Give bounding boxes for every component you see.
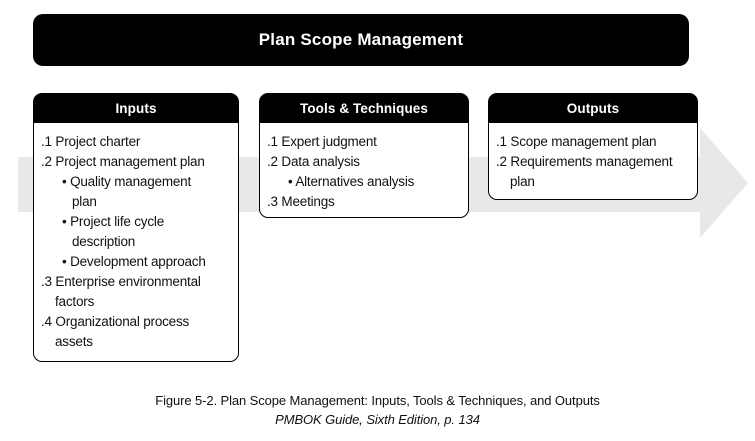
outputs-header-label: Outputs: [566, 101, 620, 116]
numbered-item-wrap-line: factors: [55, 294, 95, 309]
tools-techniques-list: .1 Expert judgment .2 Data analysis • Alte…: [260, 123, 468, 212]
numbered-item-wrap-line: plan: [510, 174, 535, 189]
bullet-item-wrap-line: description: [72, 234, 136, 249]
bullet-item-line: • Alternatives analysis: [288, 174, 415, 189]
numbered-item-line: .3 Meetings: [267, 194, 335, 209]
outputs-list: .1 Scope management plan .2 Requirements …: [489, 123, 697, 192]
bullet-item-line: • Quality management: [62, 174, 192, 189]
outputs-box-header: Outputs: [489, 94, 697, 123]
numbered-item-wrap-line: assets: [55, 334, 93, 349]
figure-caption: Figure 5-2. Plan Scope Management: Input…: [0, 391, 755, 429]
numbered-item-line: .2 Requirements management: [496, 154, 673, 169]
bullet-item-line: • Development approach: [62, 254, 206, 269]
tools-techniques-header-label: Tools & Techniques: [299, 101, 429, 116]
figure-caption-source: PMBOK Guide, Sixth Edition, p. 134: [275, 412, 480, 427]
figure-caption-title: Figure 5-2. Plan Scope Management: Input…: [155, 393, 600, 408]
outputs-box: Outputs .1 Scope management plan .2 Requi…: [488, 93, 698, 200]
right-arrow-icon: [700, 128, 748, 238]
numbered-item-line: .1 Expert judgment: [267, 134, 377, 149]
numbered-item-line: .1 Project charter: [41, 134, 141, 149]
numbered-item-line: .1 Scope management plan: [496, 134, 657, 149]
numbered-item-line: .3 Enterprise environmental: [41, 274, 201, 289]
tools-techniques-box-header: Tools & Techniques: [260, 94, 468, 123]
numbered-item-line: .2 Data analysis: [267, 154, 360, 169]
inputs-box: Inputs .1 Project charter .2 Project mana…: [33, 93, 239, 362]
inputs-box-header: Inputs: [34, 94, 238, 123]
inputs-header-label: Inputs: [115, 101, 157, 116]
inputs-list: .1 Project charter .2 Project management …: [34, 123, 238, 352]
numbered-item-line: .4 Organizational process: [41, 314, 190, 329]
bullet-item-line: • Project life cycle: [62, 214, 165, 229]
process-title-label: Plan Scope Management: [258, 30, 464, 49]
process-title: Plan Scope Management: [33, 14, 689, 66]
bullet-item-wrap-line: plan: [72, 194, 97, 209]
tools-techniques-box: Tools & Techniques .1 Expert judgment .2 …: [259, 93, 469, 218]
numbered-item-line: .2 Project management plan: [41, 154, 205, 169]
